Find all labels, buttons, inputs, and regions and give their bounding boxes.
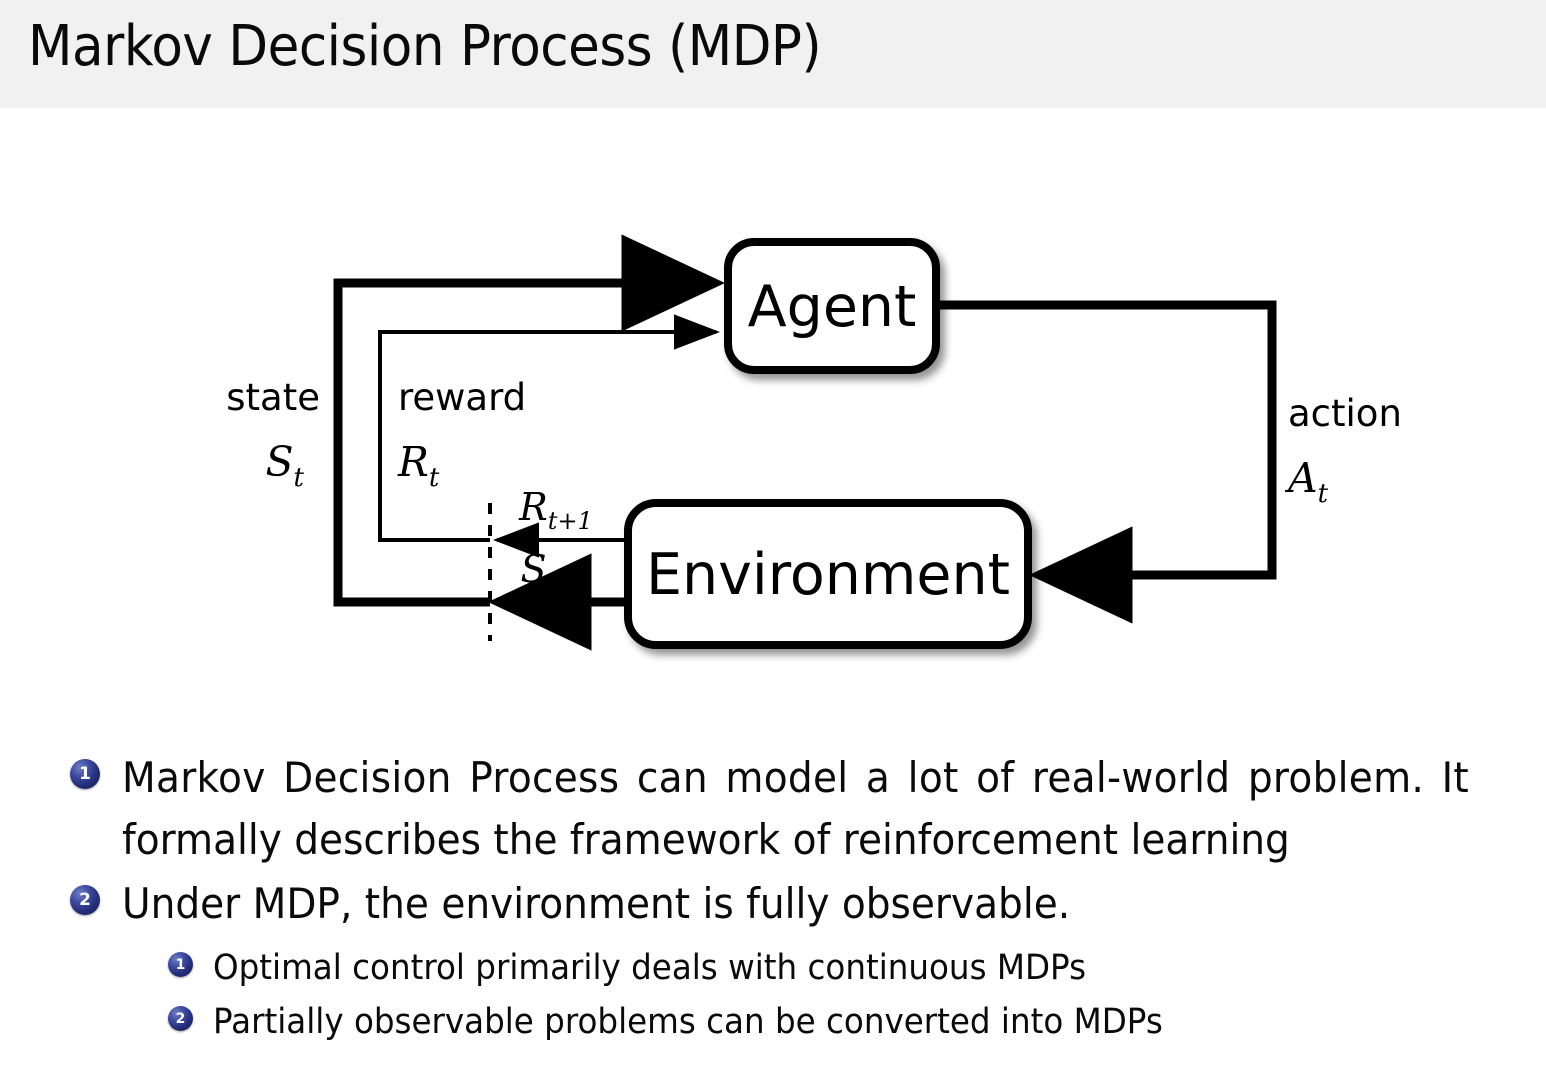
- list-item-line: Under MDP, the environment is fully obse…: [122, 879, 1071, 928]
- list-item-line: Markov Decision Process can model a lot …: [122, 753, 1470, 802]
- list-item-text: Markov Decision Process can model a lot …: [122, 747, 1469, 871]
- action-label-symbol: At: [1284, 454, 1329, 509]
- state-symbol-base: S: [265, 438, 293, 486]
- action-edge: [936, 300, 1277, 624]
- action-label-word: action: [1288, 392, 1402, 435]
- bullet-number-badge: 1: [70, 759, 100, 789]
- list-item[interactable]: 2 Under MDP, the environment is fully ob…: [70, 873, 1142, 935]
- list-item[interactable]: 1 Markov Decision Process can model a lo…: [70, 747, 1546, 871]
- bullet-number-badge: 2: [168, 1006, 193, 1031]
- state-edge: [333, 234, 725, 607]
- reward-edge: [378, 314, 720, 542]
- reward-symbol-base: R: [397, 438, 429, 486]
- state-label-word: state: [226, 376, 320, 419]
- list-item-line: formally describes the framework of rein…: [122, 815, 1290, 864]
- bullet-number-badge: 1: [168, 952, 193, 977]
- action-symbol-base: A: [1284, 454, 1318, 502]
- agent-node-label: Agent: [748, 274, 917, 340]
- list-item[interactable]: 1 Optimal control primarily deals with c…: [168, 942, 1152, 995]
- reward-label: reward Rt: [397, 376, 526, 493]
- state-next-base: S: [520, 547, 546, 591]
- environment-node: Environment: [624, 499, 1032, 649]
- mdp-diagram: Agent Environment state St reward Rt act…: [0, 108, 1546, 718]
- reward-label-symbol: Rt: [397, 438, 440, 493]
- reward-next-label: Rt+1: [518, 485, 593, 535]
- list-item-line: Optimal control primarily deals with con…: [213, 948, 1087, 988]
- state-label-symbol: St: [265, 438, 304, 493]
- list-item-text: Under MDP, the environment is fully obse…: [122, 873, 1070, 935]
- reward-label-word: reward: [398, 376, 526, 419]
- bullet-number-badge: 2: [70, 885, 100, 915]
- reward-symbol-subscript: t: [429, 463, 440, 493]
- state-next-label: St+1: [520, 547, 591, 597]
- action-symbol-subscript: t: [1318, 479, 1329, 509]
- bullet-list: 1 Markov Decision Process can model a lo…: [0, 735, 1546, 1080]
- slide-header-bar: Markov Decision Process (MDP): [0, 0, 1546, 108]
- list-item-text: Optimal control primarily deals with con…: [213, 942, 1086, 995]
- list-item[interactable]: 2 Partially observable problems can be c…: [168, 996, 1234, 1049]
- reward-next-base: R: [518, 485, 548, 529]
- state-label: state St: [226, 376, 320, 493]
- reward-next-subscript: t+1: [548, 507, 593, 535]
- state-symbol-subscript: t: [294, 463, 305, 493]
- state-next-subscript: t+1: [547, 569, 592, 597]
- agent-node: Agent: [724, 238, 940, 374]
- page-title: Markov Decision Process (MDP): [28, 14, 822, 79]
- list-item-text: Partially observable problems can be con…: [213, 996, 1163, 1049]
- action-label: action At: [1284, 392, 1402, 509]
- environment-node-label: Environment: [646, 542, 1010, 608]
- list-item-line: Partially observable problems can be con…: [213, 1002, 1163, 1042]
